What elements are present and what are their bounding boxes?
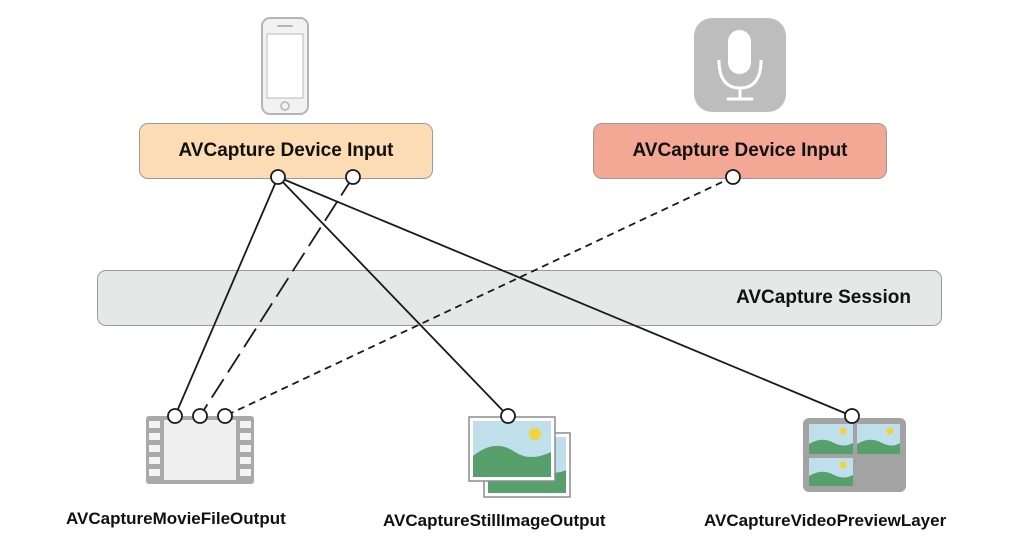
capture-session-label: AVCapture Session	[736, 287, 911, 308]
microphone-icon	[694, 18, 786, 112]
video-device-input-label: AVCapture Device Input	[178, 140, 394, 161]
audio-device-input[interactable]: AVCapture Device Input	[593, 123, 887, 179]
preview-grid-icon	[803, 418, 906, 492]
still-image-output-label: AVCaptureStillImageOutput	[383, 511, 606, 530]
video-device-input[interactable]: AVCapture Device Input	[139, 123, 433, 179]
capture-session[interactable]: AVCapture Session	[97, 270, 942, 326]
iphone-icon	[261, 17, 309, 115]
video-preview-layer-label: AVCaptureVideoPreviewLayer	[704, 511, 947, 530]
movie-file-output-label: AVCaptureMovieFileOutput	[66, 509, 286, 528]
film-strip-icon	[146, 416, 254, 484]
photo-stack-icon	[468, 416, 571, 498]
audio-device-input-label: AVCapture Device Input	[632, 140, 848, 161]
